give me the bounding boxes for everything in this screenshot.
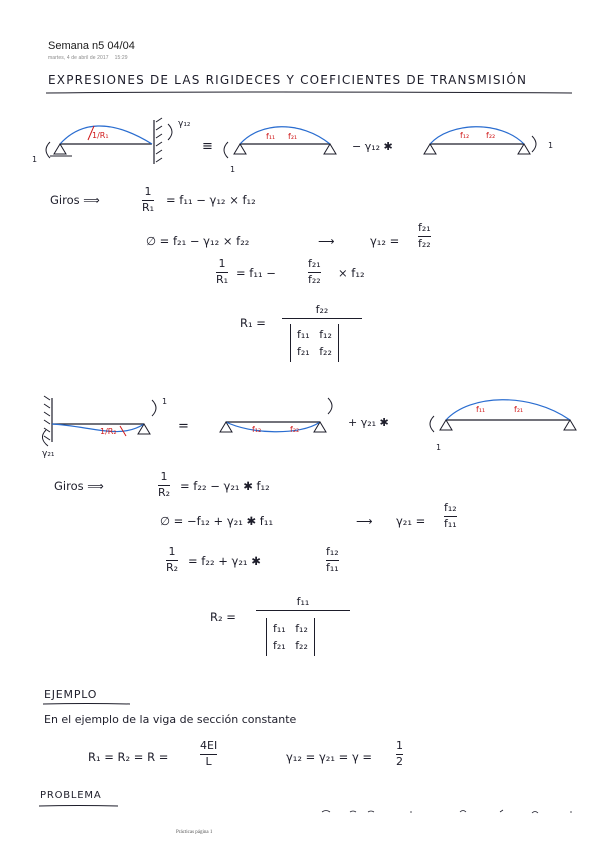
b2-eq3-f: f₁₂ f₁₁ bbox=[326, 545, 339, 574]
eq2-res-num: f₂₁ bbox=[418, 221, 431, 234]
eq4-num: f₂₂ bbox=[315, 303, 329, 316]
b2-eq2-res-frac: f₁₂ f₁₁ bbox=[444, 501, 457, 530]
beam-left-2: 1/R₂ γ₂₁ 1 bbox=[42, 395, 167, 458]
b2-eq4-num-wrap: f₁₁ bbox=[256, 595, 350, 612]
b2-eq2-arrow: ⟶ bbox=[356, 514, 373, 528]
eq4-num-wrap: f₂₂ bbox=[282, 303, 362, 320]
eq2-lhs: ∅ = f₂₁ − γ₁₂ × f₂₂ bbox=[146, 234, 250, 248]
diagram-2: 1/R₂ γ₂₁ 1 = f₁₂ f₂₂ + γ₂₁ ✱ 1 f₁₁ f₂₁ bbox=[42, 395, 577, 458]
b2-eq3-num: 1 bbox=[168, 545, 176, 558]
ejemplo-eq-num: 4EI bbox=[200, 739, 218, 752]
f22-right: f₂₂ bbox=[486, 131, 495, 140]
ejemplo-eq2-num: 1 bbox=[396, 739, 403, 752]
section-heading: EXPRESIONES DE LAS RIGIDECES Y COEFICIEN… bbox=[48, 73, 528, 87]
eq3-tail: × f₁₂ bbox=[338, 266, 365, 280]
beam-right-1: f₁₂ f₂₂ 1 bbox=[423, 126, 553, 155]
beam-right-2: 1 f₁₁ f₂₁ bbox=[429, 399, 577, 452]
b2-eq2-res-den: f₁₁ bbox=[444, 516, 457, 530]
b2-eq3-den: R₂ bbox=[166, 560, 179, 574]
b2-eq2-lhs: ∅ = −f₁₂ + γ₂₁ ✱ f₁₁ bbox=[160, 514, 274, 528]
eq3-fnum: f₂₁ bbox=[308, 257, 321, 270]
one-left-2: 1 bbox=[162, 397, 167, 406]
eq2-res-frac: f₂₁ f₂₂ bbox=[418, 221, 431, 250]
problema-title: PROBLEMA bbox=[40, 790, 102, 801]
f11-right-2: f₁₁ bbox=[476, 405, 485, 414]
ejemplo-text: En el ejemplo de la viga de sección cons… bbox=[44, 713, 297, 726]
b2-eq4-num: f₁₁ bbox=[296, 595, 310, 608]
eq1-rhs: = f₁₁ − γ₁₂ × f₁₂ bbox=[166, 193, 256, 207]
ejemplo-eq2-den: 2 bbox=[396, 754, 403, 768]
eq3-num: 1 bbox=[218, 257, 226, 270]
eq2-res-lhs: γ₁₂ = bbox=[370, 234, 400, 248]
b2-eq4-lhs: R₂ = bbox=[210, 610, 236, 624]
ejemplo-title: EJEMPLO bbox=[44, 688, 98, 701]
cut-off-handwriting bbox=[321, 809, 572, 814]
b2-eq1-den: R₂ bbox=[158, 485, 171, 499]
label-1-over-r1: 1/R₁ bbox=[92, 131, 109, 140]
eq4-lhs: R₁ = bbox=[240, 316, 266, 330]
giros-1-label: Giros ⟹ bbox=[50, 193, 100, 207]
eq1-num: 1 bbox=[144, 185, 152, 198]
b2-eq3-mid: = f₂₂ + γ₂₁ ✱ bbox=[188, 554, 261, 568]
b2-eq3-fnum: f₁₂ bbox=[326, 545, 339, 558]
det-2: f₁₁ f₁₂ f₂₁ f₂₂ bbox=[266, 618, 315, 657]
b2-eq2-res-lhs: γ₂₁ = bbox=[396, 514, 426, 528]
f21-right-2: f₂₁ bbox=[514, 405, 523, 414]
ejemplo-eq-frac: 4EI L bbox=[200, 739, 218, 768]
gamma-21-label: γ₂₁ bbox=[42, 449, 55, 458]
problema-underline bbox=[38, 805, 119, 807]
eq2-res-den: f₂₂ bbox=[418, 236, 431, 250]
page-footer: Prácticas página 1 bbox=[176, 830, 213, 835]
beam-mid-2: f₁₂ f₂₂ bbox=[219, 397, 333, 434]
giros-2-label: Giros ⟹ bbox=[54, 479, 104, 493]
f22-mid-2: f₂₂ bbox=[290, 425, 299, 434]
det1-row1: f₁₁ f₁₂ bbox=[297, 328, 332, 341]
page-title: Semana n5 04/04 bbox=[48, 40, 135, 52]
date-text: martes, 4 de abril de 2017 bbox=[48, 55, 109, 61]
eq3-fden: f₂₂ bbox=[308, 272, 321, 286]
time-text: 15:29 bbox=[114, 55, 128, 61]
page-date: martes, 4 de abril de 2017 15:29 bbox=[48, 55, 128, 61]
f12-right: f₁₂ bbox=[460, 131, 469, 140]
gamma-12-label: γ₁₂ bbox=[178, 119, 191, 129]
eq3-mid: = f₁₁ − bbox=[236, 266, 276, 280]
det1-row2: f₂₁ f₂₂ bbox=[297, 345, 332, 359]
ejemplo-underline bbox=[42, 703, 131, 705]
label-1-over-r2: 1/R₂ bbox=[100, 427, 117, 436]
b2-eq2-res-num: f₁₂ bbox=[444, 501, 457, 514]
eq2-arrow: ⟶ bbox=[318, 234, 335, 248]
det-1: f₁₁ f₁₂ f₂₁ f₂₂ bbox=[290, 324, 339, 363]
f21-mid: f₂₁ bbox=[288, 132, 297, 141]
b2-eq3-fden: f₁₁ bbox=[326, 560, 339, 574]
f11-mid: f₁₁ bbox=[266, 132, 275, 141]
plus-gamma: + γ₂₁ ✱ bbox=[348, 416, 389, 429]
f12-mid-2: f₁₂ bbox=[252, 425, 261, 434]
one-mid: 1 bbox=[230, 165, 235, 174]
eq3-den: R₁ bbox=[216, 272, 229, 286]
one-right: 1 bbox=[548, 141, 553, 150]
b2-eq1-rhs: = f₂₂ − γ₂₁ ✱ f₁₂ bbox=[180, 479, 270, 493]
minus-gamma: − γ₁₂ ✱ bbox=[352, 140, 393, 153]
equiv-sign: ≡ bbox=[202, 139, 213, 154]
ejemplo-eq2-lhs: γ₁₂ = γ₂₁ = γ = bbox=[286, 750, 373, 764]
one-right-2: 1 bbox=[436, 443, 441, 452]
equals-sign-2: = bbox=[178, 419, 189, 434]
det2-row1: f₁₁ f₁₂ bbox=[273, 622, 308, 635]
diagram-1: 1/R₁ 1 γ₁₂ ≡ 1 f₁₁ f₂₁ − γ₁₂ ✱ f₁₂ f₂₂ 1 bbox=[32, 117, 553, 174]
heading-underline bbox=[45, 91, 573, 94]
beam-mid-1: 1 f₁₁ f₂₁ bbox=[223, 126, 337, 174]
det2-row2: f₂₁ f₂₂ bbox=[273, 639, 308, 653]
eq1-den: R₁ bbox=[142, 200, 155, 214]
b2-eq1-num: 1 bbox=[160, 470, 168, 483]
ejemplo-eq-lhs: R₁ = R₂ = R = bbox=[88, 750, 169, 764]
eq3-f: f₂₁ f₂₂ bbox=[308, 257, 321, 286]
ejemplo-eq-den: L bbox=[205, 754, 212, 768]
beam-left-1: 1/R₁ 1 γ₁₂ bbox=[32, 117, 191, 164]
one-left: 1 bbox=[32, 155, 37, 164]
